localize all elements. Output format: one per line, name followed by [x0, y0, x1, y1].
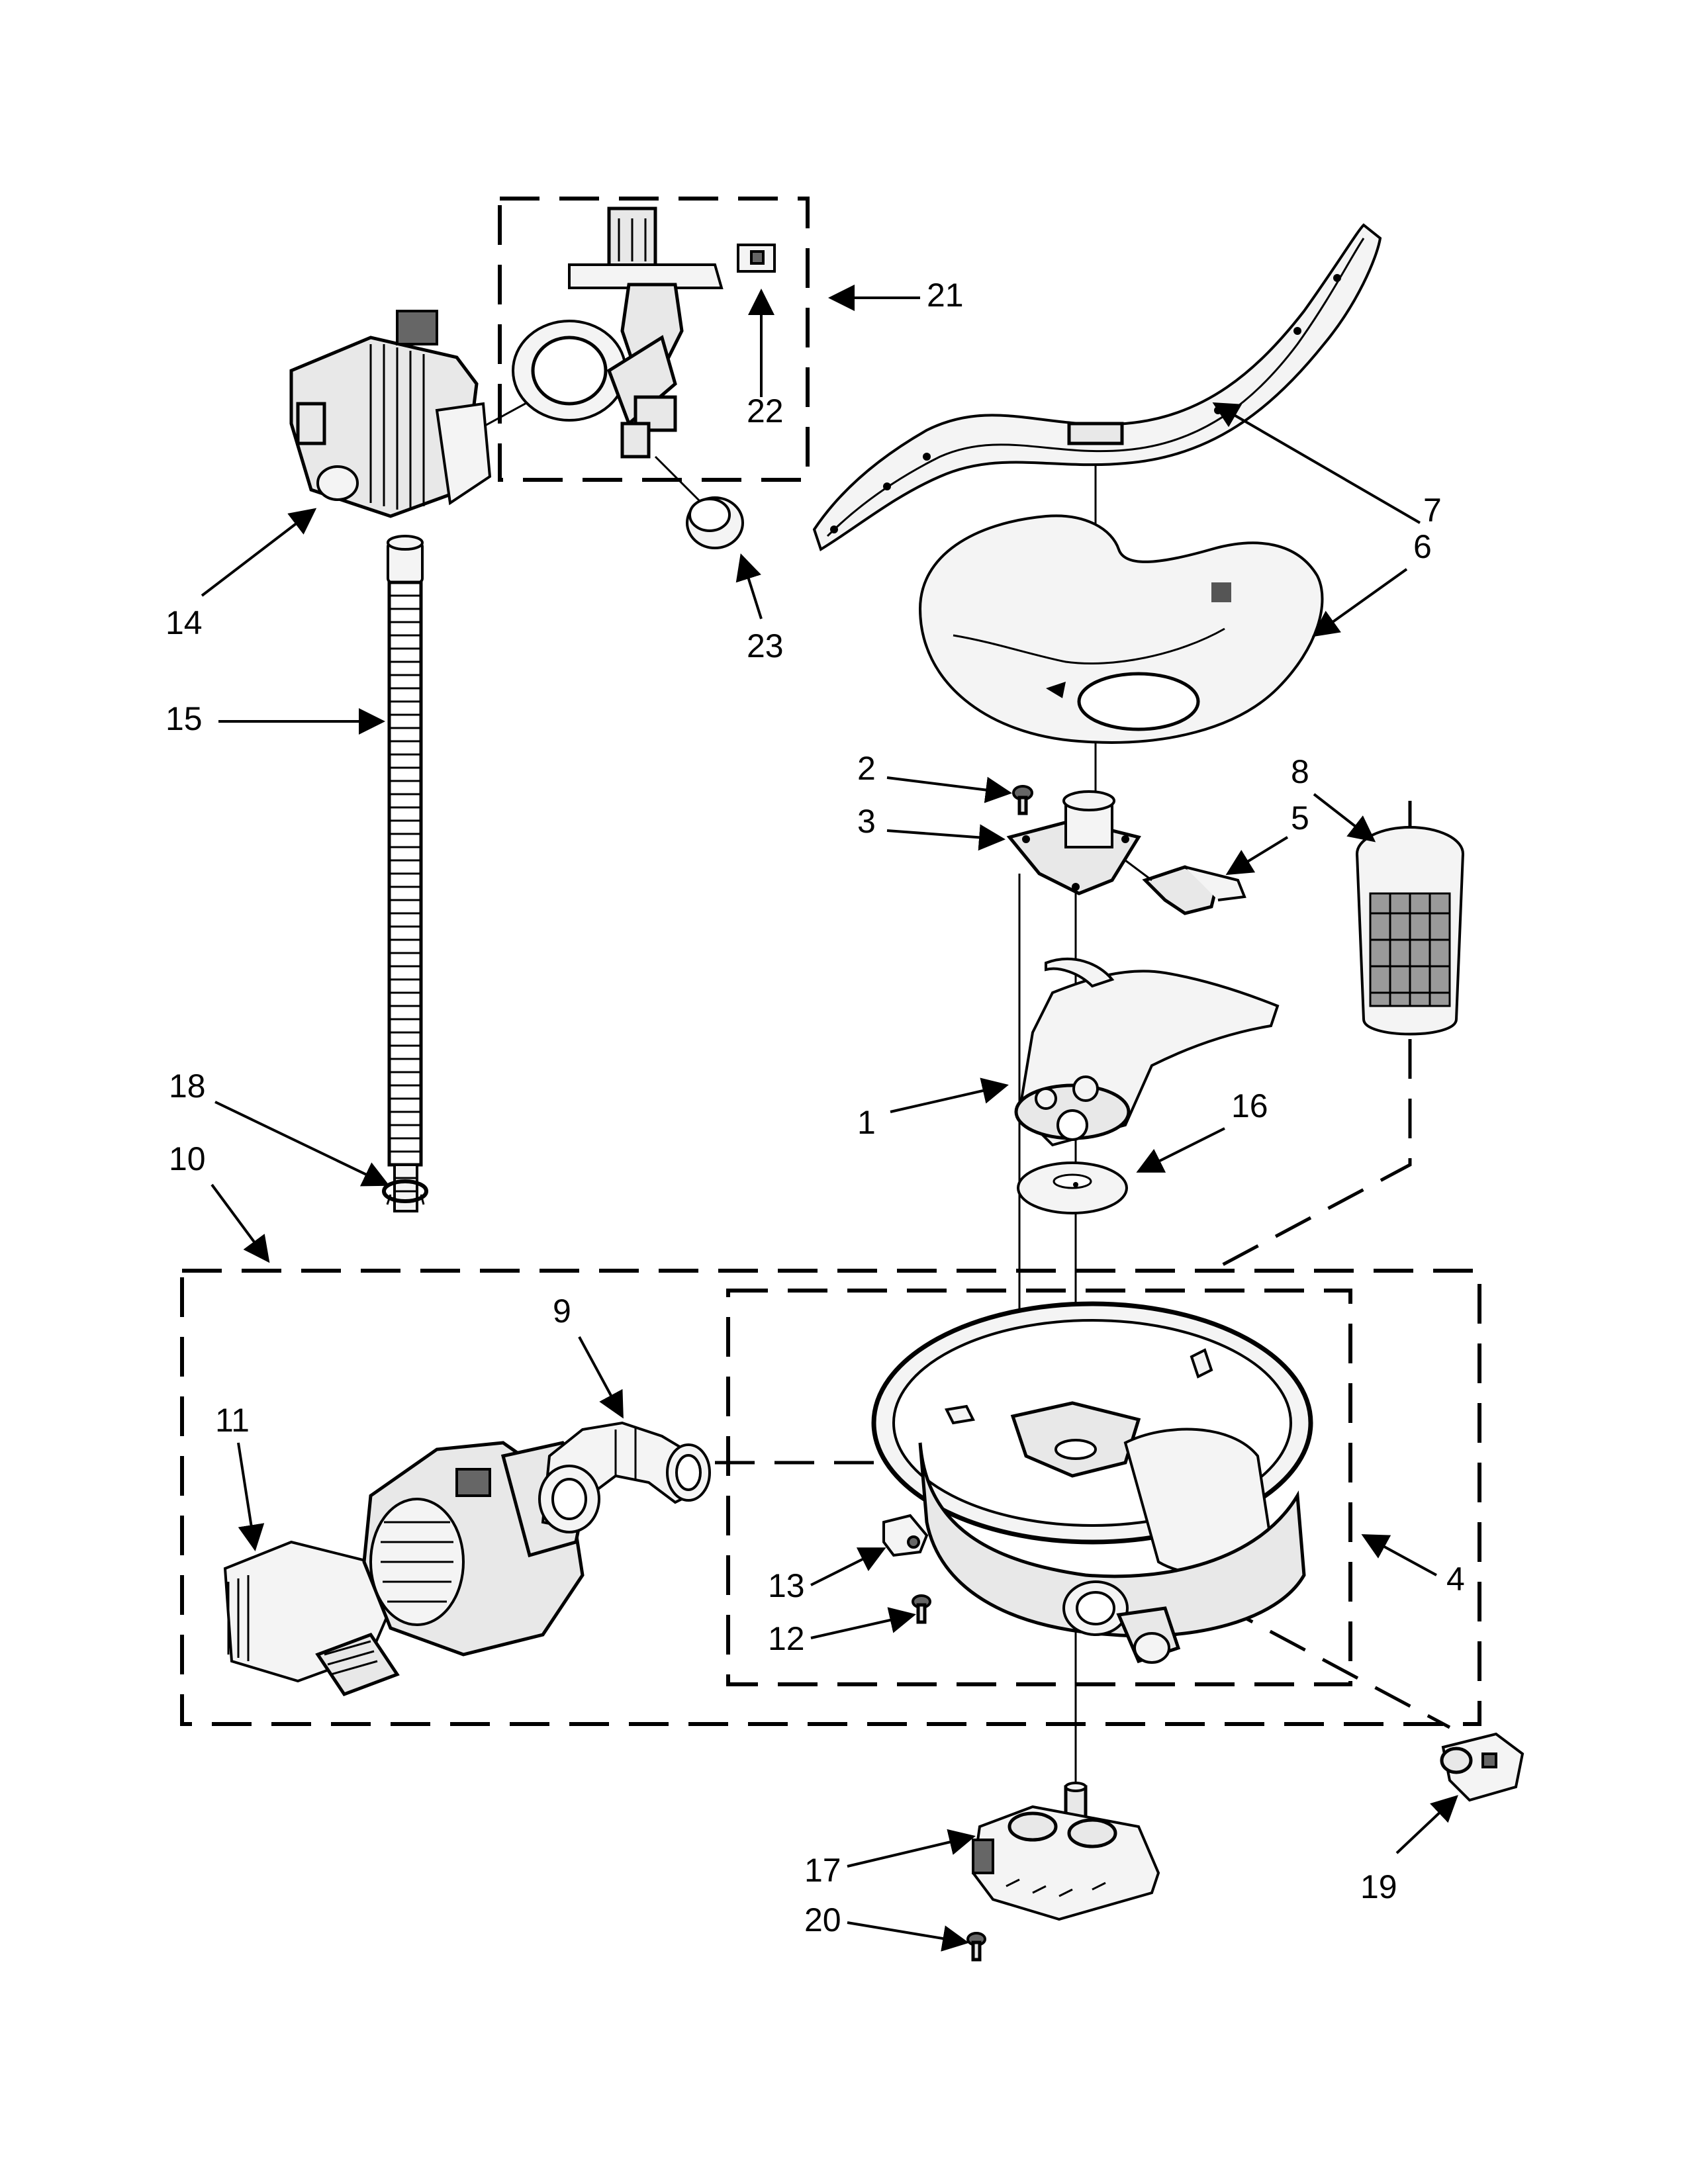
lower-spray-arm — [812, 223, 1382, 551]
sump-assembly-box — [726, 1289, 1352, 1686]
label-part-12: 12 — [768, 1620, 805, 1657]
label-part-15: 15 — [165, 700, 203, 737]
drain-pump-motor — [289, 310, 492, 518]
label-part-19: 19 — [1360, 1868, 1397, 1905]
screw-part-12 — [912, 1594, 931, 1624]
label-part-4: 4 — [1446, 1561, 1465, 1598]
label-part-14: 14 — [165, 604, 203, 641]
sump-part-4 — [871, 1301, 1313, 1638]
label-part-2: 2 — [857, 750, 876, 787]
label-part-9: 9 — [553, 1293, 571, 1330]
label-part-16: 16 — [1231, 1087, 1268, 1124]
label-part-18: 18 — [169, 1068, 206, 1105]
label-part-7: 7 — [1423, 492, 1442, 529]
filter-part-8 — [1356, 826, 1464, 1036]
label-part-5: 5 — [1291, 799, 1309, 837]
label-part-21: 21 — [927, 277, 964, 314]
label-part-22: 22 — [747, 392, 784, 430]
screw-part-20 — [966, 1932, 986, 1962]
housing-to-cap-line — [654, 455, 703, 504]
label-part-20: 20 — [804, 1901, 841, 1938]
diverter-motor-part-17 — [971, 1782, 1160, 1921]
label-part-13: 13 — [768, 1567, 805, 1604]
label-part-3: 3 — [857, 803, 876, 840]
sump-outlet-fitting — [1062, 1580, 1181, 1664]
cap-part-23 — [686, 496, 744, 549]
sensor-to-sump-dash-line — [1164, 1573, 1451, 1729]
disc-part-16 — [1017, 1161, 1128, 1214]
drain-pump-housing — [512, 206, 724, 459]
drain-pump-assembly-box — [498, 197, 810, 482]
sensor-part-22 — [737, 244, 776, 273]
label-part-6: 6 — [1413, 528, 1432, 565]
filter-cover-shield — [918, 514, 1324, 794]
label-part-10: 10 — [169, 1140, 206, 1177]
drain-hose-part-15 — [387, 535, 424, 1212]
label-part-1: 1 — [857, 1104, 876, 1141]
sensor-part-19 — [1440, 1732, 1524, 1802]
spray-arm-hub — [1006, 790, 1141, 895]
leader-arrows — [201, 285, 1458, 1952]
pump-elbow-part-9 — [538, 1421, 711, 1533]
pump-and-motor-assembly-box — [180, 1269, 1481, 1726]
clip-part-5 — [1125, 859, 1246, 915]
screw-part-2 — [1012, 785, 1033, 815]
hose-clamp-part-18 — [382, 1179, 428, 1205]
label-part-17: 17 — [804, 1852, 841, 1889]
pump-plate-part-1 — [1014, 958, 1280, 1147]
motor-cover-part-11 — [223, 1540, 400, 1697]
bracket-part-13 — [882, 1514, 929, 1557]
label-part-8: 8 — [1291, 753, 1309, 790]
label-part-11: 11 — [215, 1402, 250, 1439]
label-part-23: 23 — [747, 627, 784, 664]
